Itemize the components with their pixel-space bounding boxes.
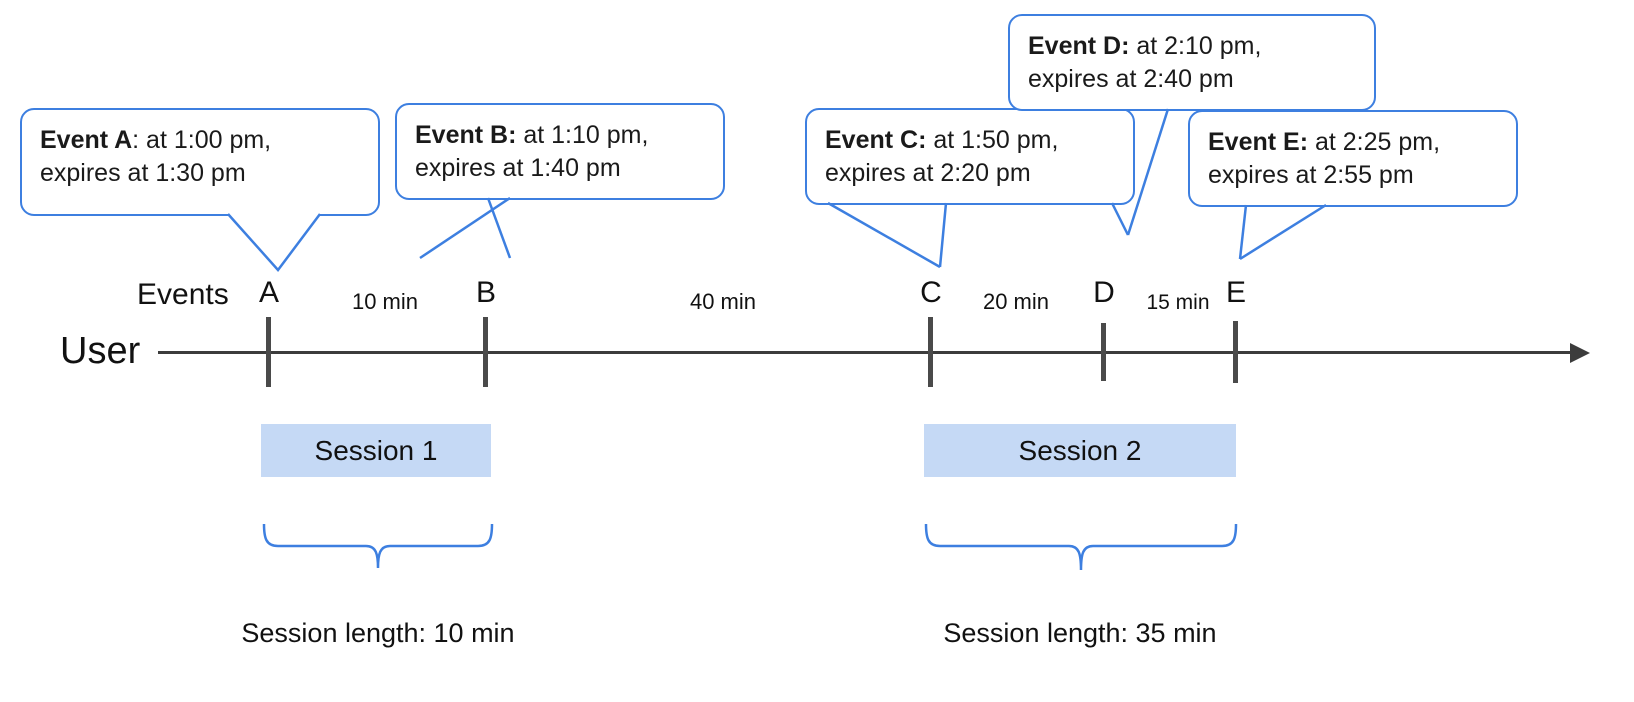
callout-d-line2: expires at 2:40 pm <box>1028 65 1234 93</box>
events-row-label: Events <box>137 278 229 311</box>
gap-label-a-b: 10 min <box>351 289 419 314</box>
callout-c-text: at 1:50 pm, <box>926 126 1059 154</box>
session-box-2: Session 2 <box>924 424 1236 477</box>
gap-label-d-e: 15 min <box>1146 291 1210 314</box>
callout-b-bold: Event B: <box>415 121 517 149</box>
callout-a-sep: : <box>132 126 140 154</box>
callout-b-line1: Event B: at 1:10 pm, <box>415 121 648 149</box>
session-2-brace <box>920 524 1242 588</box>
callout-a-bold: Event A <box>40 126 133 154</box>
callout-e-line1: Event E: at 2:25 pm, <box>1208 128 1440 156</box>
tick-label-e: E <box>1225 276 1246 309</box>
callout-a-text: at 1:00 pm, <box>139 126 272 154</box>
callout-event-b: Event B: at 1:10 pm, expires at 1:40 pm <box>395 103 725 200</box>
timeline-axis <box>158 351 1576 354</box>
session-2-caption: Session length: 35 min <box>943 618 1217 648</box>
callout-event-c: Event C: at 1:50 pm, expires at 2:20 pm <box>805 108 1135 205</box>
callout-b-line2: expires at 1:40 pm <box>415 154 621 182</box>
callout-event-d: Event D: at 2:10 pm, expires at 2:40 pm <box>1008 14 1376 111</box>
callout-event-a: Event A: at 1:00 pm, expires at 1:30 pm <box>20 108 380 216</box>
callout-e-tail <box>1208 203 1338 271</box>
callout-d-text: at 2:10 pm, <box>1129 32 1262 60</box>
timeline-arrow-icon <box>1570 343 1590 363</box>
session-1-brace <box>258 524 498 588</box>
callout-e-bold: Event E: <box>1208 128 1309 156</box>
callout-b-tail <box>419 196 550 272</box>
session-1-caption: Session length: 10 min <box>241 618 515 648</box>
callout-c-line1: Event C: at 1:50 pm, <box>825 126 1058 154</box>
gap-label-c-d: 20 min <box>982 289 1050 314</box>
tick-label-c: C <box>920 276 942 309</box>
tick-a <box>266 317 271 387</box>
callout-e-text: at 2:25 pm, <box>1308 128 1441 156</box>
tick-b <box>483 317 488 387</box>
callout-a-tail <box>227 212 348 284</box>
callout-c-line2: expires at 2:20 pm <box>825 159 1031 187</box>
callout-e-line2: expires at 2:55 pm <box>1208 161 1414 189</box>
callout-c-bold: Event C: <box>825 126 927 154</box>
callout-d-line1: Event D: at 2:10 pm, <box>1028 32 1261 60</box>
tick-label-b: B <box>475 276 496 309</box>
user-row-label: User <box>60 330 141 372</box>
tick-e <box>1233 321 1238 383</box>
callout-b-text: at 1:10 pm, <box>516 121 649 149</box>
callout-c-tail <box>827 201 968 279</box>
gap-label-b-c: 40 min <box>689 289 757 314</box>
callout-d-bold: Event D: <box>1028 32 1130 60</box>
session-box-1: Session 1 <box>261 424 491 477</box>
callout-event-e: Event E: at 2:25 pm, expires at 2:55 pm <box>1188 110 1518 207</box>
tick-label-a: A <box>258 276 279 309</box>
callout-a-line2: expires at 1:30 pm <box>40 159 246 187</box>
tick-d <box>1101 323 1106 381</box>
tick-c <box>928 317 933 387</box>
callout-a-line1: Event A: at 1:00 pm, <box>40 126 271 154</box>
tick-label-d: D <box>1093 276 1115 309</box>
